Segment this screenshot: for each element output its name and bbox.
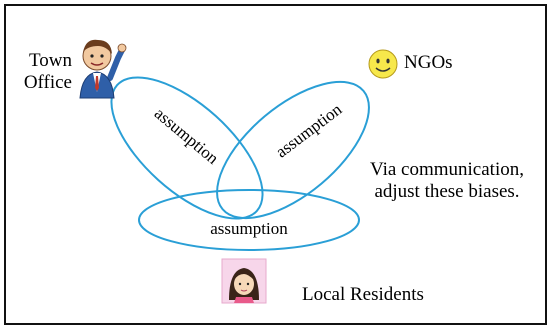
communication-note-line1: Via communication,: [370, 159, 524, 180]
town-office-label: Town Office: [12, 50, 72, 94]
town-office-label-line2: Office: [23, 72, 72, 93]
ellipse-bottom: assumption: [138, 189, 360, 251]
communication-note: Via communication, adjust these biases.: [354, 159, 540, 203]
town-office-label-line1: Town: [28, 50, 72, 71]
ngos-label: NGOs: [404, 52, 453, 73]
local-residents-label: Local Residents: [302, 284, 424, 305]
communication-note-line2: adjust these biases.: [374, 181, 520, 202]
ellipse-bottom-label: assumption: [210, 219, 288, 238]
